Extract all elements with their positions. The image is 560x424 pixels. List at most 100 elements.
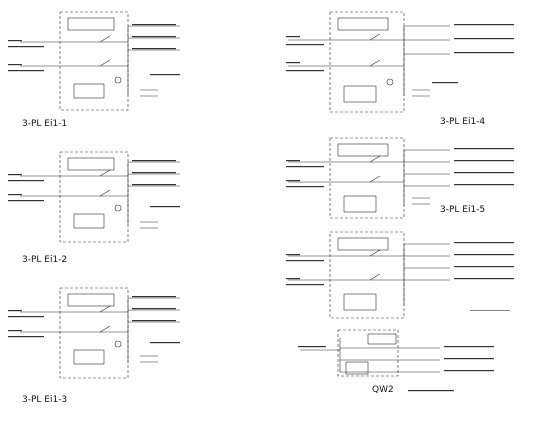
label-stub (454, 184, 514, 186)
label-stub (8, 194, 22, 196)
label-stub (132, 160, 176, 162)
meter-box (73, 83, 105, 99)
label-stub (8, 336, 44, 338)
main-breaker-box (67, 17, 115, 31)
label-stub (8, 64, 22, 66)
switch-contact (99, 35, 111, 43)
panel-diagram-qw2 (300, 329, 440, 377)
label-stub (454, 24, 514, 26)
main-breaker-box (67, 293, 115, 307)
diagram-caption: 3-PL Ei1-4 (440, 117, 485, 127)
switch-contact (99, 189, 111, 197)
label-stub (298, 346, 326, 348)
label-stub (8, 70, 44, 72)
label-stub (454, 52, 514, 54)
diagram-caption: 3-PL Ei1-5 (440, 205, 485, 215)
ct-symbol (114, 204, 122, 212)
label-stub (150, 342, 180, 344)
switch-contact (369, 175, 381, 183)
label-stub (286, 44, 324, 46)
meter-box (343, 195, 377, 213)
label-stub (132, 184, 176, 186)
label-stub (286, 278, 300, 280)
label-stub (8, 40, 22, 42)
label-stub (454, 160, 514, 162)
main-breaker-box (337, 237, 389, 251)
meter-box (343, 293, 377, 311)
label-stub (8, 180, 44, 182)
label-stub (408, 390, 454, 392)
main-breaker-box (67, 157, 115, 171)
switch-contact (99, 169, 111, 177)
panel-boundary (59, 151, 129, 243)
label-stub (132, 48, 176, 50)
label-stub (8, 46, 44, 48)
label-stub (132, 36, 176, 38)
label-stub (8, 330, 22, 332)
label-stub (444, 358, 494, 360)
ct-symbol (386, 78, 394, 86)
main-breaker-box (367, 333, 397, 345)
diagram-caption: 3-PL Ei1-2 (22, 255, 67, 265)
meter-box (345, 361, 369, 375)
label-stub (286, 180, 300, 182)
label-stub (286, 284, 324, 286)
panel-boundary (329, 11, 405, 113)
panel-diagram-6 (288, 231, 450, 319)
switch-contact (99, 325, 111, 333)
label-stub (454, 148, 514, 150)
label-stub (432, 82, 458, 84)
label-stub (444, 346, 494, 348)
label-stub (132, 172, 176, 174)
label-stub (132, 320, 176, 322)
main-breaker-box (337, 17, 389, 31)
label-stub (454, 266, 514, 268)
label-stub (150, 74, 180, 76)
label-stub (132, 296, 176, 298)
panel-boundary (337, 329, 399, 377)
switch-contact (99, 59, 111, 67)
switch-contact (369, 33, 381, 41)
label-stub (8, 316, 44, 318)
panel-boundary (329, 231, 405, 319)
label-stub (454, 278, 514, 280)
diagram-caption: QW2 (372, 385, 394, 395)
label-stub (8, 174, 22, 176)
panel-diagram-3-pl-ei1-2 (20, 151, 180, 243)
switch-contact (99, 305, 111, 313)
label-stub (286, 160, 300, 162)
label-stub (454, 254, 514, 256)
label-stub (454, 242, 514, 244)
label-stub (286, 186, 324, 188)
label-stub (286, 166, 324, 168)
label-stub (286, 70, 324, 72)
diagram-caption: 3-PL Ei1-3 (22, 395, 67, 405)
label-stub (132, 308, 176, 310)
panel-boundary (329, 137, 405, 219)
label-stub (286, 254, 300, 256)
switch-contact (369, 59, 381, 67)
meter-box (73, 349, 105, 365)
switch-contact (369, 155, 381, 163)
diagram-caption: 3-PL Ei1-1 (22, 119, 67, 129)
label-stub (8, 310, 22, 312)
label-stub (286, 62, 300, 64)
meter-box (343, 85, 377, 103)
panel-boundary (59, 11, 129, 111)
label-stub (150, 206, 180, 208)
switch-contact (369, 249, 381, 257)
label-stub (470, 310, 510, 311)
label-stub (454, 38, 514, 40)
panel-diagram-3-pl-ei1-3 (20, 287, 180, 379)
panel-diagram-3-pl-ei1-5 (288, 137, 450, 219)
label-stub (286, 260, 324, 262)
label-stub (454, 172, 514, 174)
meter-box (73, 213, 105, 229)
label-stub (444, 370, 494, 372)
ct-symbol (114, 340, 122, 348)
panel-diagram-3-pl-ei1-1 (20, 11, 180, 111)
ct-symbol (114, 76, 122, 84)
panel-diagram-3-pl-ei1-4 (288, 11, 450, 113)
